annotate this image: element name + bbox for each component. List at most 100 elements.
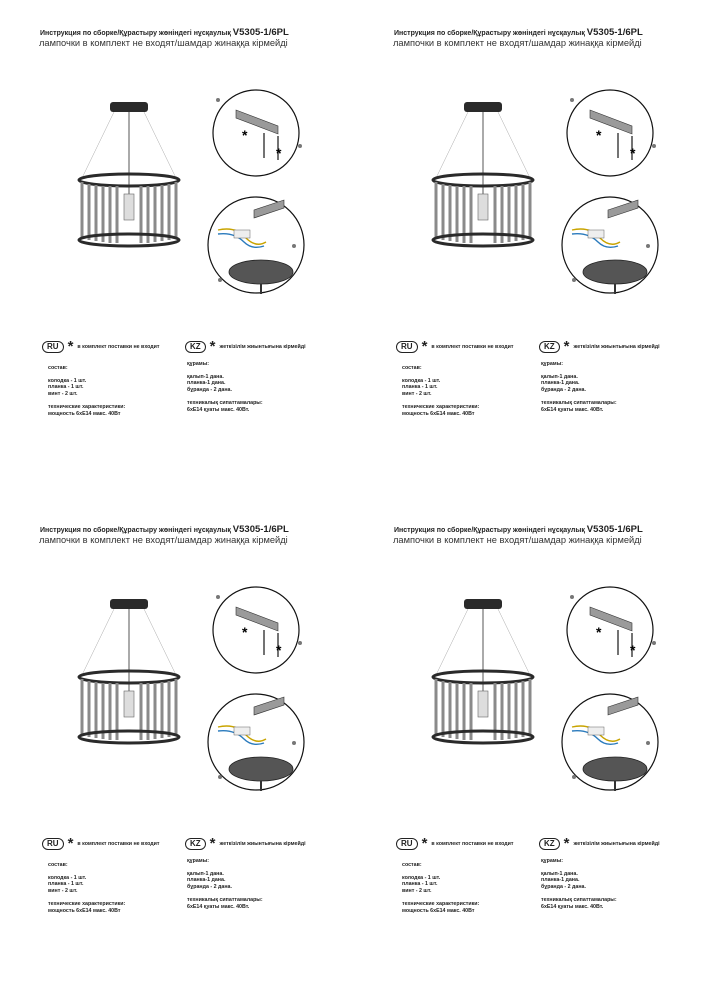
kz-specs-heading: техникалық сипаттамалары: xyxy=(541,400,617,407)
ru-section-header: RU * в комплект поставки не входит xyxy=(396,339,514,355)
kz-composition: құрамы: қалып-1 дана. планка-1 дана. бұр… xyxy=(541,858,617,911)
chandelier-illustration xyxy=(431,599,535,745)
ru-item: винт - 2 шт. xyxy=(402,887,432,894)
kz-section-header: KZ * жеткізілім жиынтығына кірмейді xyxy=(185,339,306,355)
ru-spec: мощность 6хЕ14 макс. 40Вт xyxy=(48,410,121,417)
ru-badge: RU xyxy=(396,341,418,353)
instruction-sheet: Инструкция по сборке/Құрастыру жөніндегі… xyxy=(354,497,707,997)
bulb-holder xyxy=(477,193,489,221)
wiring-detail xyxy=(207,693,305,791)
kz-composition-heading: құрамы: xyxy=(541,858,563,864)
top-ring xyxy=(77,669,181,685)
kz-spec: 6хЕ14 қуаты макс. 40Вт. xyxy=(187,903,250,910)
bottom-ring xyxy=(77,729,181,745)
asterisk-icon: * xyxy=(563,338,570,355)
mounting-bracket-detail: * * xyxy=(566,89,656,177)
kz-composition: құрамы: қалып-1 дана. планка-1 дана. бұр… xyxy=(187,858,263,911)
instruction-sheet: Инструкция по сборке/Құрастыру жөніндегі… xyxy=(354,0,707,500)
ru-section-header: RU * в комплект поставки не входит xyxy=(42,836,160,852)
kz-not-included-note: жеткізілім жиынтығына кірмейді xyxy=(219,841,306,847)
chandelier-illustration xyxy=(77,599,181,745)
mounting-bracket-detail: * * xyxy=(212,89,302,177)
top-ring xyxy=(431,172,535,188)
instruction-sheet: Инструкция по сборке/Құрастыру жөніндегі… xyxy=(0,0,353,500)
ru-spec: мощность 6хЕ14 макс. 40Вт xyxy=(48,907,121,914)
bottom-ring xyxy=(431,729,535,745)
ru-composition-heading: состав: xyxy=(48,365,68,371)
terminal-block xyxy=(587,229,605,239)
model-number: V5305-1/6PL xyxy=(586,524,643,535)
terminal-block xyxy=(233,229,251,239)
kz-specs-heading: техникалық сипаттамалары: xyxy=(187,400,263,407)
ru-composition: состав: колодка - 1 шт. планка - 1 шт. в… xyxy=(48,365,125,418)
ru-item: винт - 2 шт. xyxy=(48,390,78,397)
kz-spec: 6хЕ14 қуаты макс. 40Вт. xyxy=(187,406,250,413)
chandelier-illustration xyxy=(77,102,181,248)
wire xyxy=(217,729,265,746)
mounting-plate xyxy=(253,696,285,716)
mounting-bracket-detail: * * xyxy=(212,586,302,674)
ru-composition: состав: колодка - 1 шт. планка - 1 шт. в… xyxy=(48,862,125,915)
kz-item: бұранда - 2 дана. xyxy=(541,883,586,890)
kz-item: планка-1 дана. xyxy=(187,877,226,884)
ru-spec: мощность 6хЕ14 макс. 40Вт xyxy=(402,907,475,914)
asterisk-icon: * xyxy=(67,835,74,852)
kz-item: бұранда - 2 дана. xyxy=(187,386,232,393)
ru-section-header: RU * в комплект поставки не входит xyxy=(396,836,514,852)
bulbs-note: лампочки в комплект не входят/шамдар жин… xyxy=(393,535,642,545)
model-number: V5305-1/6PL xyxy=(232,524,289,535)
ceiling-canopy xyxy=(464,102,502,112)
mounting-plate xyxy=(607,696,639,716)
title-prefix: Инструкция по сборке/Құрастыру жөніндегі… xyxy=(40,30,231,37)
kz-item: бұранда - 2 дана. xyxy=(541,386,586,393)
kz-section-header: KZ * жеткізілім жиынтығына кірмейді xyxy=(539,339,660,355)
kz-section-header: KZ * жеткізілім жиынтығына кірмейді xyxy=(539,836,660,852)
instruction-sheet: Инструкция по сборке/Құрастыру жөніндегі… xyxy=(0,497,353,997)
kz-item: планка-1 дана. xyxy=(541,877,580,884)
ru-section-header: RU * в комплект поставки не входит xyxy=(42,339,160,355)
kz-specs-heading: техникалық сипаттамалары: xyxy=(187,897,263,904)
ru-composition-heading: состав: xyxy=(402,862,422,868)
kz-composition-heading: құрамы: xyxy=(187,361,209,367)
ru-item: планка - 1 шт. xyxy=(48,384,84,391)
kz-composition: құрамы: қалып-1 дана. планка-1 дана. бұр… xyxy=(187,361,263,414)
kz-badge: KZ xyxy=(539,341,560,353)
title-prefix: Инструкция по сборке/Құрастыру жөніндегі… xyxy=(40,527,231,534)
not-included-mark: * xyxy=(596,127,602,143)
mounting-plate xyxy=(589,606,633,632)
kz-badge: KZ xyxy=(185,838,206,850)
bulbs-note: лампочки в комплект не входят/шамдар жин… xyxy=(393,38,642,48)
kz-item: қалып-1 дана. xyxy=(187,870,224,877)
wiring-detail xyxy=(561,196,659,294)
ru-item: колодка - 1 шт. xyxy=(48,874,87,881)
bulb-holder xyxy=(123,690,135,718)
kz-not-included-note: жеткізілім жиынтығына кірмейді xyxy=(573,344,660,350)
kz-specs-heading: техникалық сипаттамалары: xyxy=(541,897,617,904)
bulb-holder xyxy=(477,690,489,718)
top-ring xyxy=(77,172,181,188)
title-prefix: Инструкция по сборке/Құрастыру жөніндегі… xyxy=(394,30,585,37)
ceiling-canopy xyxy=(464,599,502,609)
kz-composition-heading: құрамы: xyxy=(187,858,209,864)
instruction-title: Инструкция по сборке/Құрастыру жөніндегі… xyxy=(394,27,694,38)
asterisk-icon: * xyxy=(67,338,74,355)
kz-item: қалып-1 дана. xyxy=(541,870,578,877)
not-included-mark: * xyxy=(596,624,602,640)
asterisk-icon: * xyxy=(209,835,216,852)
ru-item: планка - 1 шт. xyxy=(402,881,438,888)
not-included-mark: * xyxy=(242,624,248,640)
mounting-plate xyxy=(235,109,279,135)
ru-not-included-note: в комплект поставки не входит xyxy=(431,841,514,847)
ru-specs-heading: технические характеристики: xyxy=(48,901,126,908)
ceiling-canopy xyxy=(228,756,294,782)
ru-composition-heading: состав: xyxy=(48,862,68,868)
ceiling-canopy xyxy=(110,599,148,609)
wire xyxy=(571,729,619,746)
kz-badge: KZ xyxy=(539,838,560,850)
ru-badge: RU xyxy=(42,341,64,353)
ru-item: колодка - 1 шт. xyxy=(48,377,87,384)
ceiling-canopy xyxy=(582,756,648,782)
title-prefix: Инструкция по сборке/Құрастыру жөніндегі… xyxy=(394,527,585,534)
not-included-mark: * xyxy=(630,145,636,161)
ru-not-included-note: в комплект поставки не входит xyxy=(77,344,160,350)
